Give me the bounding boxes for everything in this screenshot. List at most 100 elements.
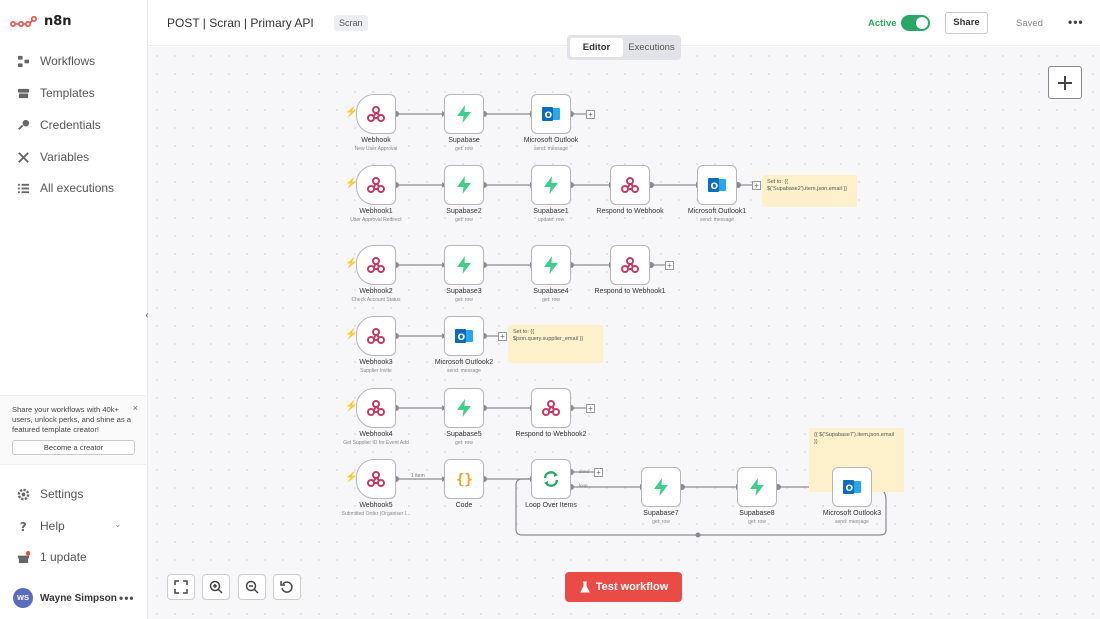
node-supabase[interactable] <box>444 388 484 428</box>
tab-executions[interactable]: Executions <box>628 42 675 53</box>
sidebar-item-label: Workflows <box>40 54 96 68</box>
node-supabase[interactable] <box>444 245 484 285</box>
undo-icon <box>280 581 293 593</box>
gift-icon <box>17 550 30 563</box>
sidebar-item-templates[interactable]: Templates <box>17 86 95 100</box>
edge-label-loop: loop <box>579 483 588 488</box>
brand-name: n8n <box>44 14 72 29</box>
sidebar-item-label: Settings <box>40 487 84 501</box>
node-label: Microsoft Outlook1 <box>687 208 747 215</box>
node-code[interactable]: {} <box>444 459 484 499</box>
sidebar-item-settings[interactable]: Settings <box>17 487 83 501</box>
node-loop[interactable] <box>531 459 571 499</box>
edge-label-items: 1 item <box>411 473 425 479</box>
webhook-icon <box>542 400 560 416</box>
node-label: Microsoft Outlook <box>523 137 579 144</box>
node-supabase[interactable] <box>531 245 571 285</box>
add-node-plus-icon[interactable]: + <box>586 404 595 413</box>
sidebar-item-label: 1 update <box>40 550 87 564</box>
node-label: Microsoft Outlook2 <box>434 359 494 366</box>
add-node-plus-icon[interactable]: + <box>594 468 603 477</box>
share-button[interactable]: Share <box>945 12 988 34</box>
close-icon[interactable]: × <box>132 403 138 413</box>
reset-zoom-button[interactable] <box>273 574 301 600</box>
sticky-note[interactable]: Set to: {{ $('Supabase2').item.json.emai… <box>762 175 857 207</box>
test-workflow-button[interactable]: Test workflow <box>565 572 682 602</box>
node-webhook[interactable] <box>531 388 571 428</box>
node-outlook[interactable]: O <box>697 165 737 205</box>
node-webhook[interactable] <box>356 94 396 134</box>
node-label: Webhook3 <box>359 359 393 366</box>
workflow-canvas[interactable] <box>148 47 1100 619</box>
node-webhook[interactable] <box>356 388 396 428</box>
user-profile[interactable]: WS Wayne Simpson <box>13 588 117 608</box>
node-outlook[interactable]: O <box>832 467 872 507</box>
more-options-icon[interactable]: ••• <box>1068 15 1084 29</box>
code-icon: {} <box>456 472 473 488</box>
webhook-icon <box>367 177 385 193</box>
loop-icon <box>543 471 559 487</box>
node-subtitle: send: message <box>447 368 481 374</box>
node-label: Microsoft Outlook3 <box>822 510 882 517</box>
sidebar-item-credentials[interactable]: Credentials <box>17 118 101 132</box>
add-node-button[interactable] <box>1048 66 1082 99</box>
webhook-icon <box>367 400 385 416</box>
become-creator-button[interactable]: Become a creator <box>12 440 135 455</box>
n8n-logo[interactable]: n8n <box>10 14 72 29</box>
zoom-in-button[interactable] <box>202 574 230 600</box>
node-subtitle: get: row <box>455 146 473 152</box>
node-outlook[interactable]: O <box>444 316 484 356</box>
node-webhook[interactable] <box>356 165 396 205</box>
workflow-title[interactable]: POST | Scran | Primary API <box>167 16 314 30</box>
chevron-down-icon[interactable]: ⌄ <box>114 519 122 529</box>
sidebar-item-updates[interactable]: 1 update <box>17 550 87 564</box>
node-label: Supabase7 <box>643 510 679 517</box>
add-node-plus-icon[interactable]: + <box>498 332 507 341</box>
test-workflow-label: Test workflow <box>595 581 669 593</box>
user-menu-dots-icon[interactable]: ••• <box>119 591 135 605</box>
gear-icon <box>17 488 30 500</box>
add-node-plus-icon[interactable]: + <box>752 181 761 190</box>
node-subtitle: Check Account Status <box>351 297 401 303</box>
trigger-bolt-icon: ⚡ <box>345 107 358 118</box>
list-icon <box>17 183 30 193</box>
node-subtitle: User Approval Redirect <box>350 217 402 223</box>
node-webhook[interactable] <box>356 316 396 356</box>
node-label: Code <box>455 502 473 509</box>
node-supabase[interactable] <box>531 165 571 205</box>
svg-text:O: O <box>458 333 466 343</box>
add-node-plus-icon[interactable]: + <box>665 261 674 270</box>
active-toggle[interactable] <box>901 15 930 31</box>
node-supabase[interactable] <box>444 94 484 134</box>
sticky-note[interactable]: Set to: {{ $json.query.supplier_email }} <box>508 325 603 363</box>
node-label: Respond to Webhook1 <box>594 288 666 295</box>
node-webhook[interactable] <box>356 459 396 499</box>
sidebar-item-label: Variables <box>40 150 90 164</box>
sidebar-item-help[interactable]: ? Help <box>17 519 65 533</box>
sidebar-item-workflows[interactable]: Workflows <box>17 54 95 68</box>
zoom-out-button[interactable] <box>238 574 266 600</box>
node-webhook[interactable] <box>610 165 650 205</box>
promo-text: Share your workflows with 40k+ users, un… <box>12 405 132 434</box>
supabase-icon <box>750 478 764 496</box>
sidebar-item-all-executions[interactable]: All executions <box>17 181 114 195</box>
add-node-plus-icon[interactable]: + <box>586 110 595 119</box>
node-supabase[interactable] <box>737 467 777 507</box>
node-supabase[interactable] <box>444 165 484 205</box>
collapse-sidebar-chevron-icon[interactable]: ‹ <box>145 310 149 321</box>
workflow-tag[interactable]: Scran <box>334 15 368 31</box>
webhook-icon <box>621 177 639 193</box>
node-webhook[interactable] <box>356 245 396 285</box>
node-subtitle: New User Approval <box>354 146 398 152</box>
sidebar-item-label: All executions <box>40 181 115 195</box>
webhook-icon <box>621 257 639 273</box>
fit-view-button[interactable] <box>167 574 195 600</box>
sidebar-item-variables[interactable]: Variables <box>17 150 89 164</box>
outlook-icon: O <box>843 480 861 494</box>
supabase-icon <box>457 399 471 417</box>
node-outlook[interactable]: O <box>531 94 571 134</box>
node-supabase[interactable] <box>641 467 681 507</box>
node-subtitle: get: row <box>748 519 766 525</box>
tab-editor[interactable]: Editor <box>570 38 623 57</box>
node-webhook[interactable] <box>610 245 650 285</box>
